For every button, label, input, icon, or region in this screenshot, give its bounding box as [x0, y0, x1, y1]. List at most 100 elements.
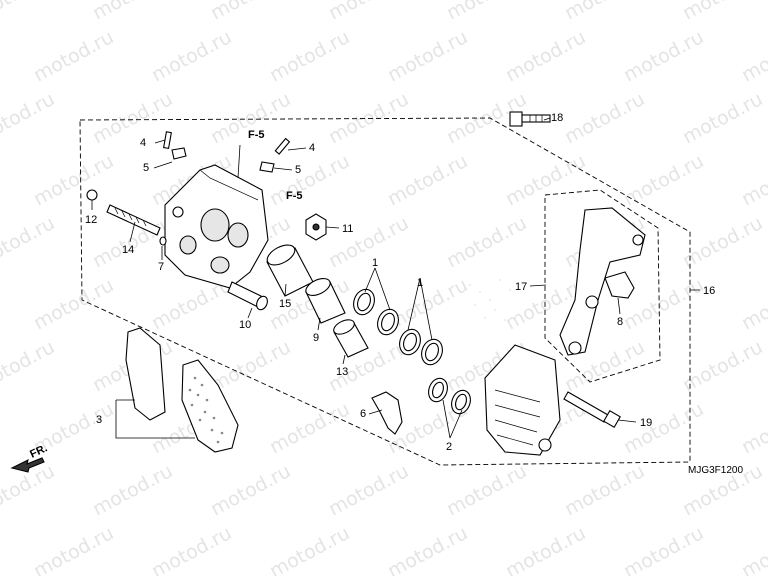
watermark-text: motod.ru: [30, 522, 117, 576]
seal-rings: [353, 288, 471, 415]
watermark-text: motod.ru: [561, 88, 648, 148]
watermark-text: motod.ru: [148, 26, 235, 86]
stipple-area: [469, 279, 511, 321]
watermark-text: motod.ru: [738, 398, 768, 458]
watermark-text: motod.ru: [0, 336, 58, 396]
watermark-text: motod.ru: [738, 150, 768, 210]
cap-7: [159, 236, 167, 246]
watermark-text: motod.ru: [384, 26, 471, 86]
drawing-code: MJG3F1200: [688, 465, 743, 476]
assembly-boundary: [79, 117, 691, 466]
callout-14: 14: [122, 244, 134, 256]
watermark-text: motod.ru: [384, 150, 471, 210]
callout-13: 13: [336, 366, 348, 378]
watermark-text: motod.ru: [502, 26, 589, 86]
watermark-text: motod.ru: [0, 88, 58, 148]
watermark-text: motod.ru: [0, 212, 58, 272]
watermark-text: motod.ru: [679, 336, 766, 396]
callout-18: 18: [551, 112, 563, 124]
callout-2: 2: [446, 441, 452, 453]
watermark-text: motod.ru: [502, 522, 589, 576]
piston-13: [333, 319, 369, 358]
watermark-text: motod.ru: [561, 0, 648, 24]
watermark-text: motod.ru: [30, 150, 117, 210]
watermark-text: motod.ru: [325, 0, 412, 24]
watermark-text: motod.ru: [738, 522, 768, 576]
seal-12: [86, 189, 98, 201]
pin-14: [106, 204, 161, 236]
piston-15: [266, 244, 314, 297]
watermark-text: motod.ru: [266, 26, 353, 86]
leader-lines: [91, 117, 700, 439]
watermark-text: motod.ru: [207, 336, 294, 396]
bolt-18: [509, 111, 551, 127]
watermark-text: motod.ru: [620, 398, 707, 458]
watermark-text: motod.ru: [30, 26, 117, 86]
pin-10: [227, 281, 268, 311]
watermark-text: motod.ru: [0, 0, 58, 24]
callout-15: 15: [279, 298, 291, 310]
watermark-text: motod.ru: [620, 522, 707, 576]
ref-f5-top: F-5: [248, 129, 265, 141]
callout-7: 7: [158, 261, 164, 273]
callout-3: 3: [96, 414, 102, 426]
watermark-text: motod.ru: [502, 150, 589, 210]
callout-8: 8: [617, 316, 623, 328]
watermark-text: motod.ru: [266, 522, 353, 576]
watermark-text: motod.ru: [443, 212, 530, 272]
watermark-text: motod.ru: [266, 398, 353, 458]
caliper-body: [164, 164, 269, 289]
callout-16: 16: [703, 285, 715, 297]
watermark-text: motod.ru: [384, 522, 471, 576]
pad-clip-8: [604, 271, 635, 299]
callout-19: 19: [640, 417, 652, 429]
watermark-text: motod.ru: [679, 88, 766, 148]
bracket-boundary: [544, 189, 661, 383]
callout-12: 12: [85, 214, 97, 226]
watermark-text: motod.ru: [620, 150, 707, 210]
callout-17: 17: [515, 281, 527, 293]
watermark-text: motod.ru: [89, 88, 176, 148]
watermark-text: motod.ru: [325, 212, 412, 272]
front-direction-arrow: [10, 457, 45, 473]
brake-pads-3: [125, 327, 239, 453]
watermark-text: motod.ru: [620, 274, 707, 334]
bleed-screw-right: [259, 137, 291, 173]
watermark-text: motod.ru: [561, 460, 648, 520]
caliper-bracket: [559, 207, 646, 356]
outer-caliper: [484, 344, 561, 456]
watermark-text: motod.ru: [89, 0, 176, 24]
watermark-text: motod.ru: [148, 522, 235, 576]
watermark-text: motod.ru: [679, 212, 766, 272]
ref-f5-mid: F-5: [286, 190, 303, 202]
piston-9: [305, 278, 346, 324]
callout-6: 6: [360, 408, 366, 420]
watermark-text: motod.ru: [207, 460, 294, 520]
watermark-text: motod.ru: [89, 460, 176, 520]
callout-5a: 5: [143, 162, 149, 174]
watermark-text: motod.ru: [266, 150, 353, 210]
watermark-text: motod.ru: [738, 26, 768, 86]
callout-5b: 5: [295, 164, 301, 176]
callout-4a: 4: [140, 137, 146, 149]
watermark-text: motod.ru: [620, 26, 707, 86]
watermark-text: motod.ru: [325, 460, 412, 520]
nut-11: [305, 213, 327, 241]
callout-1a: 1: [372, 257, 378, 269]
spring-plate-6: [371, 391, 403, 435]
watermark-text: motod.ru: [207, 0, 294, 24]
bolt-19: [563, 391, 621, 428]
watermark-text: motod.ru: [443, 460, 530, 520]
callout-4b: 4: [309, 142, 315, 154]
callout-10: 10: [239, 319, 251, 331]
watermark-text: motod.ru: [443, 0, 530, 24]
bleed-screw-left: [163, 131, 187, 160]
callout-11: 11: [342, 223, 353, 235]
watermark-text: motod.ru: [30, 274, 117, 334]
watermark-text: motod.ru: [679, 0, 766, 24]
watermark-text: motod.ru: [738, 274, 768, 334]
callout-1b: 1: [417, 277, 423, 289]
callout-9: 9: [313, 332, 319, 344]
